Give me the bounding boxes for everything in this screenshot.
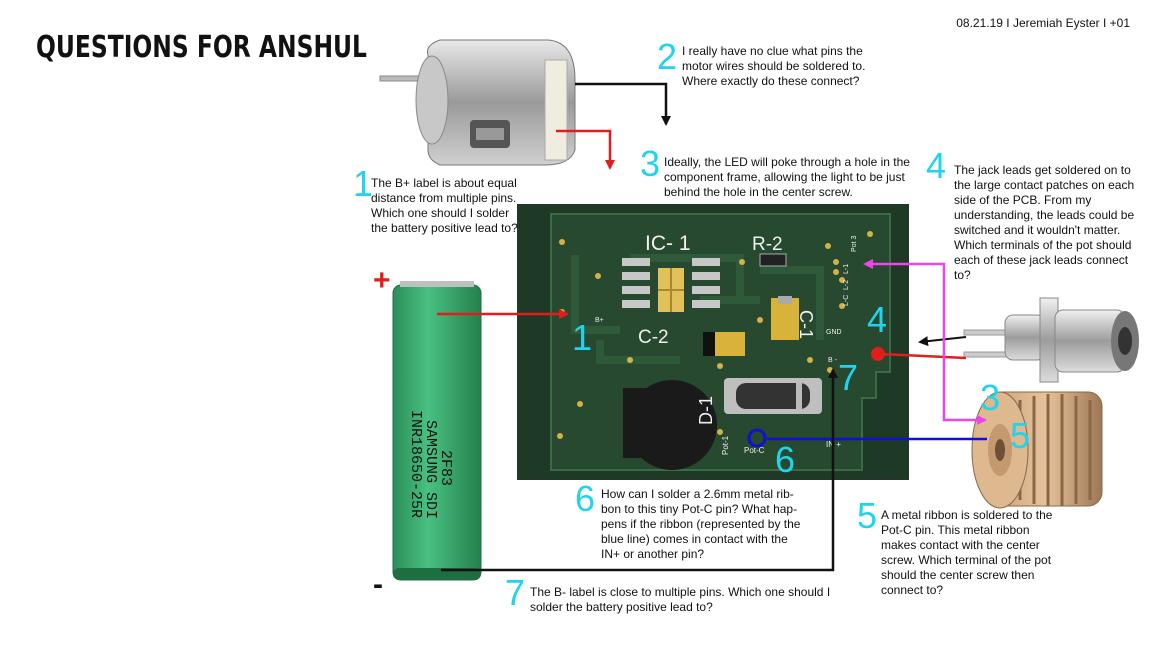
note-5-text: A metal ribbon is soldered to the Pot-C … [881, 508, 1053, 597]
potentiometer-image [971, 391, 1103, 509]
note-2-number: 2 [657, 36, 678, 77]
pcb-label-d1: D-1 [696, 396, 716, 425]
pot-c-blue-ring [747, 428, 767, 448]
note-3-number: 3 [640, 143, 661, 184]
pcb-label-bplus: B+ [595, 317, 604, 324]
header-meta: 08.21.19 I Jeremiah Eyster I +01 [956, 16, 1130, 30]
note-6-text: How can I solder a 2.6mm metal rib-bon t… [601, 487, 801, 561]
battery-label-2: SAMSUNG SDI [422, 420, 439, 519]
marker-1: 1 [572, 317, 592, 358]
note-1-text: The B+ label is about equal distance fro… [371, 176, 518, 235]
note-5-number: 5 [857, 495, 878, 536]
note-6-number: 6 [575, 478, 596, 519]
jack-lead-red-line [879, 352, 967, 360]
motor-black-wire-arrow [575, 82, 671, 126]
note-4-text: The jack leads get soldered on to the la… [954, 163, 1135, 282]
note-3-text: Ideally, the LED will poke through a hol… [664, 155, 910, 199]
pcb-label-bminus: B - [828, 357, 838, 364]
pcb-label-lc: L-C [843, 295, 850, 306]
pcb-label-potc: Pot-C [744, 446, 765, 455]
battery-label-3: 2F83 [437, 450, 454, 486]
page-title: QUESTIONS FOR ANSHUL [36, 30, 367, 65]
pcb-board [517, 204, 909, 480]
battery-negative-arrow [441, 368, 838, 572]
note-7-number: 7 [505, 572, 526, 613]
marker-5: 5 [1010, 415, 1030, 456]
pcb-label-pot3: Pot 3 [851, 236, 858, 252]
pcb-label-gnd: GND [826, 329, 842, 336]
note-2-text: I really have no clue what pins the moto… [682, 44, 866, 88]
jack-magenta-arrow-up [863, 259, 946, 342]
battery-label-1: INR18650-25R [407, 410, 424, 518]
marker-3: 3 [980, 377, 1000, 418]
motor-image [379, 39, 576, 166]
audio-jack-image [963, 297, 1139, 383]
pcb-label-l1: L-1 [843, 264, 850, 274]
pcb-label-l2: L-2 [843, 280, 850, 290]
battery-plus-sign: + [373, 264, 391, 297]
battery-minus-sign: - [373, 568, 383, 601]
marker-7: 7 [838, 357, 858, 398]
marker-4: 4 [867, 299, 887, 340]
pcb-label-c1: C-1 [796, 310, 816, 339]
pcb-label-pot1: Pot-1 [721, 435, 730, 455]
pcb-label-r2: R-2 [752, 234, 783, 255]
battery-image [392, 281, 482, 581]
jack-magenta-arrow-down [942, 342, 987, 425]
note-7-text: The B- label is close to multiple pins. … [530, 585, 831, 614]
note-1-number: 1 [353, 163, 374, 204]
motor-red-wire-arrow [556, 129, 615, 170]
pcb-label-ic1: IC- 1 [645, 232, 691, 255]
pcb-label-c2: C-2 [638, 327, 669, 348]
note-4-number: 4 [926, 145, 947, 186]
marker-6: 6 [775, 439, 795, 480]
